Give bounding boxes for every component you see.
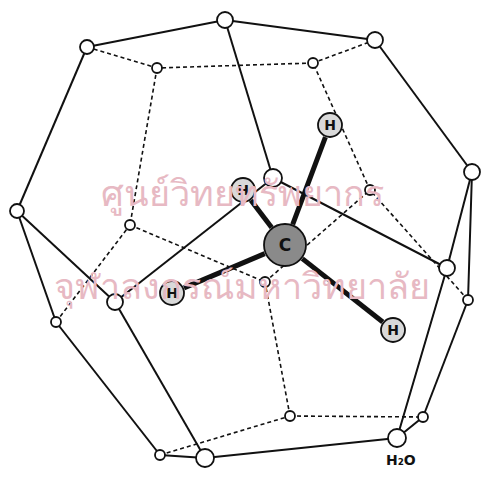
cage-edge — [130, 68, 157, 225]
water-vertex — [80, 40, 94, 54]
atom-symbol: H — [166, 286, 178, 300]
cage-edge — [87, 47, 157, 68]
chemical-bond — [293, 137, 326, 224]
cage-edge — [313, 40, 375, 63]
water-vertex — [365, 185, 375, 195]
cage-edge — [225, 20, 273, 178]
cage-edge — [56, 225, 130, 322]
water-vertex — [464, 164, 480, 180]
atom-symbol: C — [279, 237, 291, 254]
water-vertex — [107, 294, 123, 310]
atom-symbol: H — [324, 118, 336, 132]
chemical-bond — [184, 254, 265, 288]
water-vertex — [264, 169, 282, 187]
cage-edge — [56, 322, 160, 455]
cage-edge — [468, 172, 472, 300]
cage-edge — [115, 178, 273, 302]
cage-edge — [157, 63, 313, 68]
cage-edge — [17, 47, 87, 211]
molecule-label: H₂O — [386, 452, 416, 468]
water-vertex — [367, 32, 383, 48]
hydrogen-atom: H — [230, 177, 256, 203]
water-vertex — [125, 220, 135, 230]
cage-edge — [17, 211, 115, 302]
hidden-edges — [56, 40, 468, 455]
water-vertex — [51, 317, 61, 327]
cage-edge — [397, 268, 447, 438]
cage-edge — [447, 172, 472, 268]
water-vertex — [217, 12, 233, 28]
water-vertex — [418, 412, 428, 422]
cage-edge — [17, 211, 56, 322]
watermark-text: จุฬาลงกรณ์มหาวิทยาลัย — [54, 258, 430, 315]
cage-edge — [225, 20, 375, 40]
cage-vertices — [10, 12, 480, 467]
chemical-bond — [251, 200, 272, 227]
chemical-bond — [302, 259, 382, 322]
water-vertex — [196, 449, 214, 467]
hydrogen-atom: H — [380, 317, 406, 343]
cage-edge — [87, 20, 225, 47]
hydrogen-atom: H — [317, 112, 343, 138]
atom-circle — [231, 178, 255, 202]
cage-edge — [115, 302, 205, 458]
atom-circle — [160, 281, 184, 305]
atom-symbol: H — [387, 323, 399, 337]
water-vertex — [285, 411, 295, 421]
carbon-atom: C — [263, 223, 307, 267]
atom-circle — [264, 224, 306, 266]
cage-edge — [160, 416, 290, 455]
hydrogen-atom: H — [159, 280, 185, 306]
cage-edge — [313, 63, 370, 190]
water-vertex — [260, 277, 270, 287]
cage-edge — [205, 438, 397, 458]
water-vertex — [463, 295, 473, 305]
water-vertex — [10, 204, 24, 218]
cage-edge — [265, 282, 290, 416]
water-vertex — [308, 58, 318, 68]
atom-circle — [318, 113, 342, 137]
water-vertex — [388, 429, 406, 447]
cage-edge — [423, 300, 468, 417]
water-vertex — [152, 63, 162, 73]
atom-circle — [381, 318, 405, 342]
water-vertex — [439, 260, 455, 276]
front-edges — [17, 20, 472, 458]
water-vertex — [155, 450, 165, 460]
cage-edge — [375, 40, 472, 172]
atom-symbol: H — [237, 183, 249, 197]
